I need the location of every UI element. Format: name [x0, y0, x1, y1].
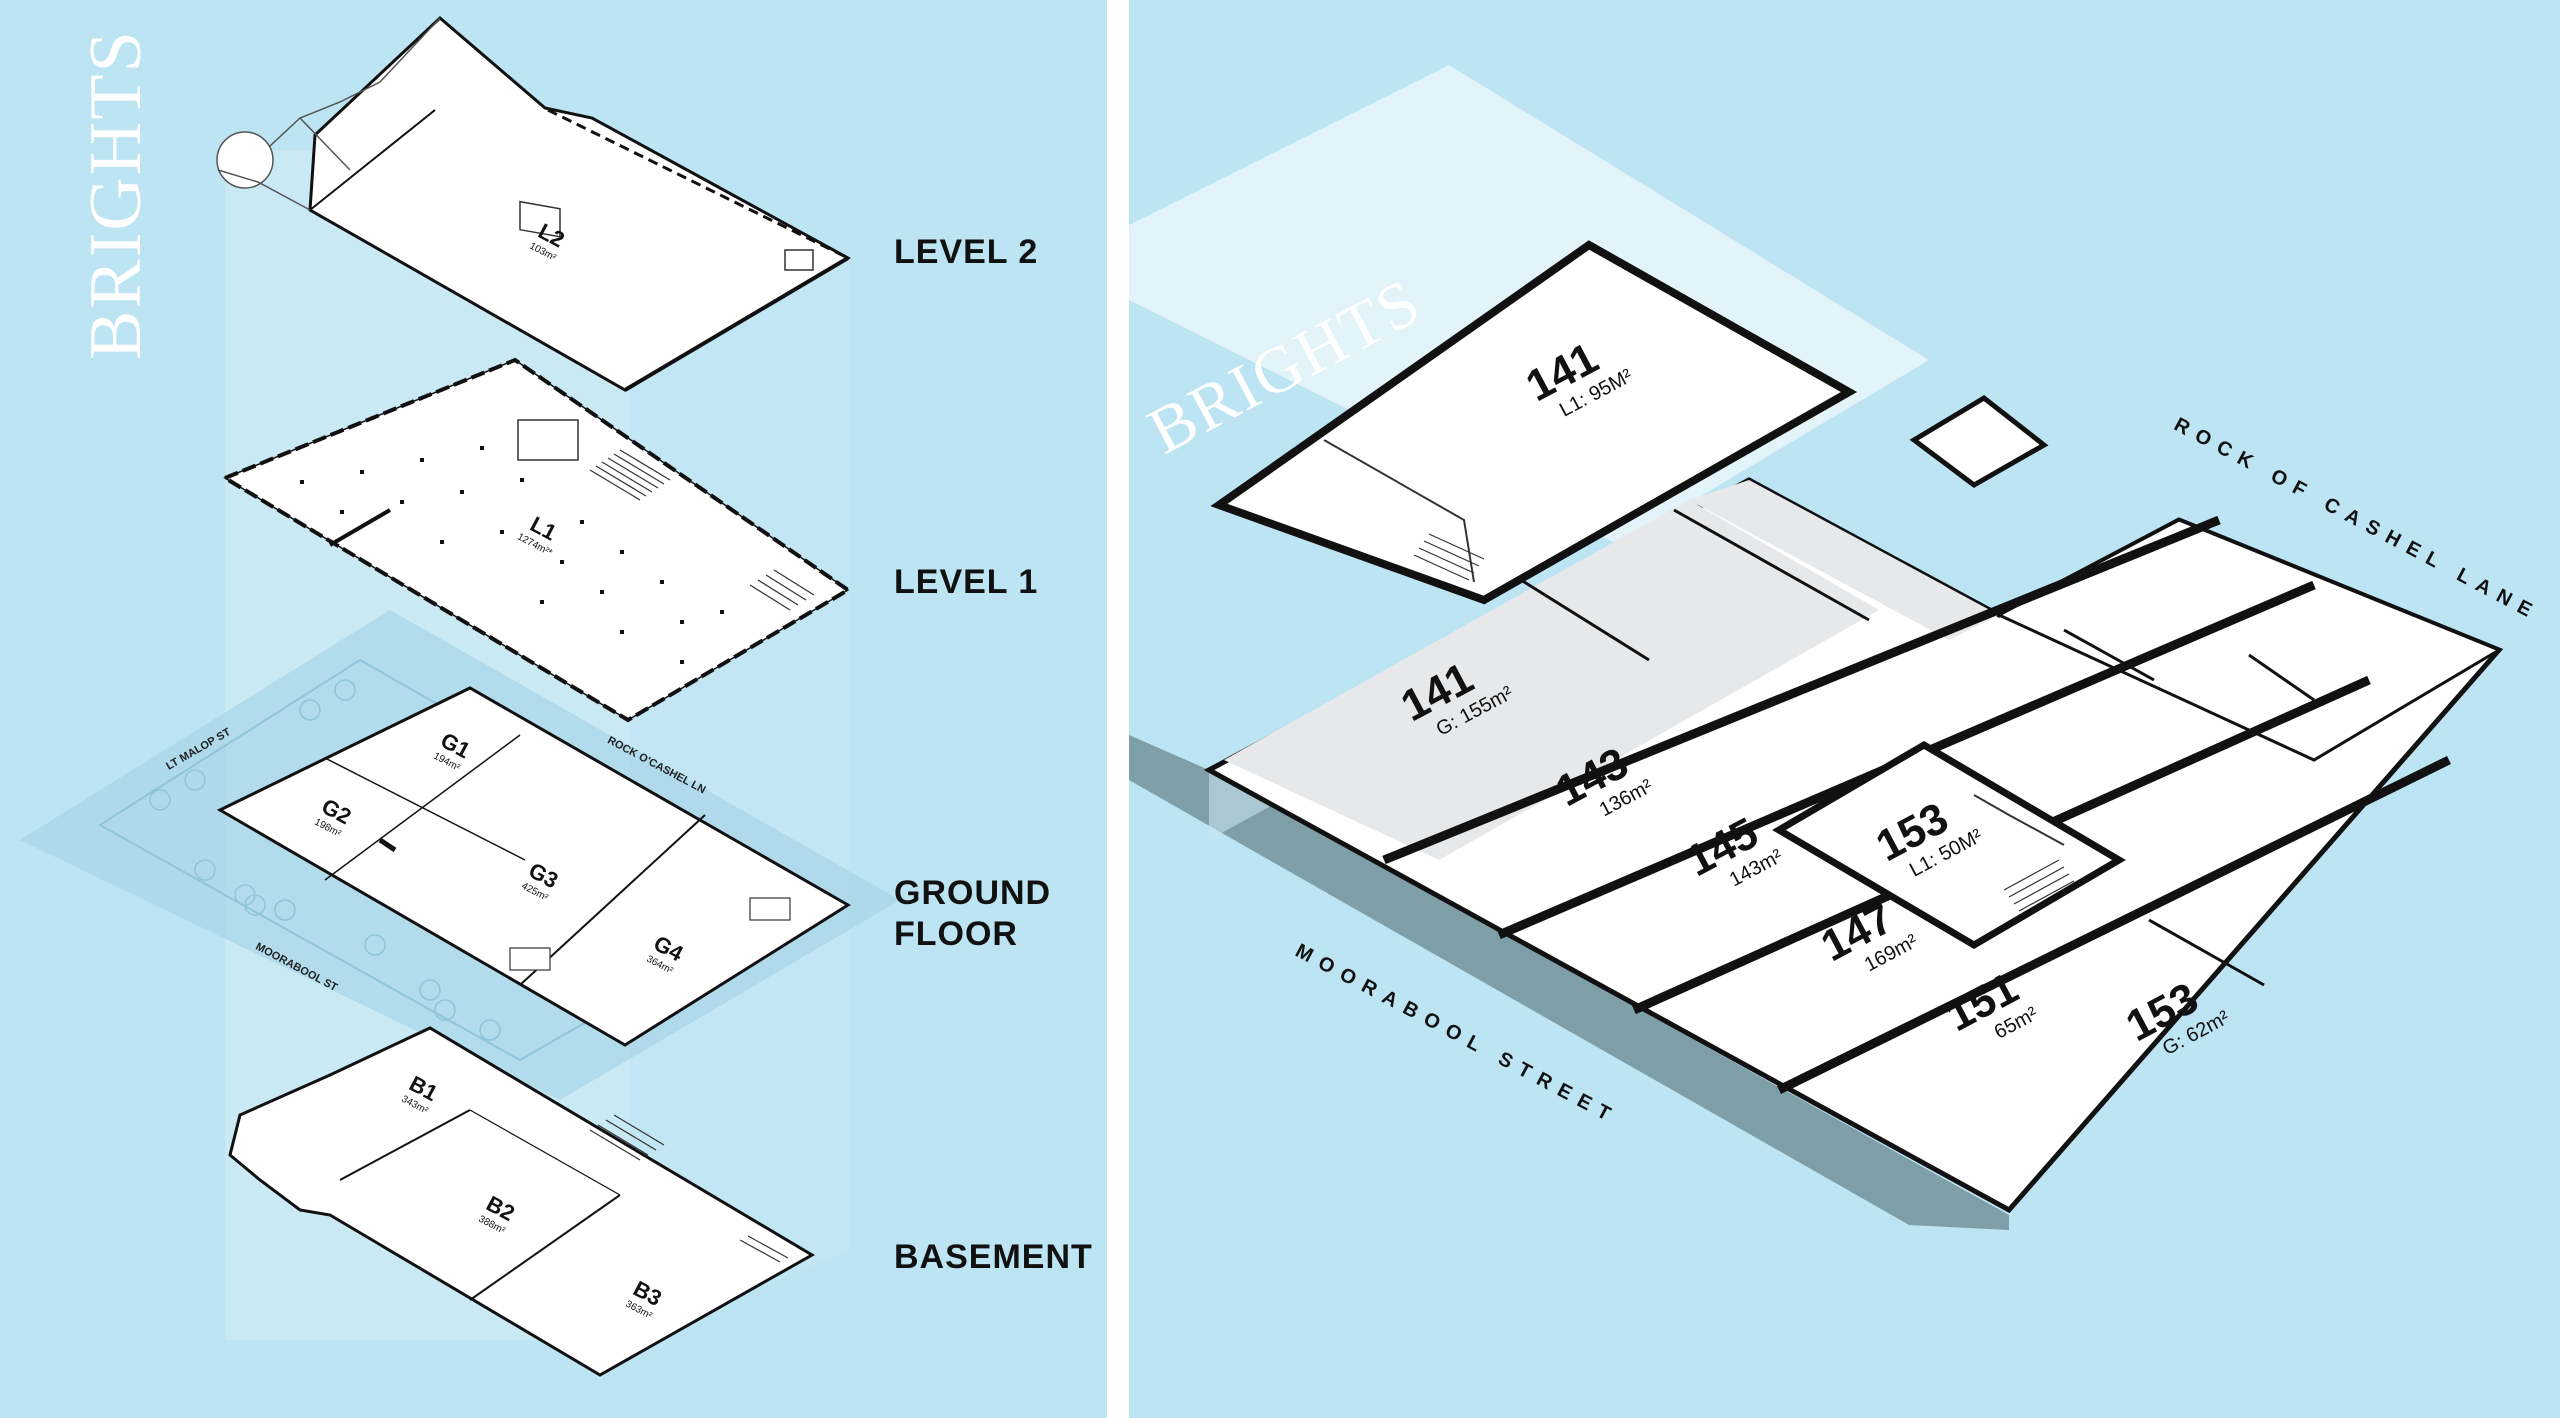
basement-label: BASEMENT [894, 1238, 1093, 1276]
level-1-label: LEVEL 1 [894, 563, 1039, 601]
facade-shadow [1129, 735, 2009, 1230]
exploded-floors-panel: BRIGHTS [0, 0, 1107, 1418]
tenancy-plan-drawing: BRIGHTS 141 L1: 95M² 141 G: 155m² 143 13… [1129, 65, 2543, 1230]
exploded-floors-drawing: BRIGHTS [20, 15, 900, 1377]
annex-block [1909, 394, 2049, 488]
unit-141-l1-slab [1210, 240, 1858, 605]
level-2-plan [216, 15, 852, 392]
level-connector-column-side [630, 150, 850, 1340]
brand-logo: BRIGHTS [75, 29, 157, 360]
unit-153-l1-slab [1772, 740, 2126, 950]
tenancy-plan-panel: BRIGHTS 141 L1: 95M² 141 G: 155m² 143 13… [1129, 0, 2560, 1418]
unit-141-ground-shading [1224, 500, 1879, 860]
level-1-plan [220, 357, 852, 723]
street-trees [149, 679, 501, 1041]
level-2-label: LEVEL 2 [894, 233, 1039, 271]
spiral-stair-icon [216, 131, 274, 189]
basement-plan [228, 1026, 815, 1377]
ground-floor-plan [216, 686, 851, 1047]
